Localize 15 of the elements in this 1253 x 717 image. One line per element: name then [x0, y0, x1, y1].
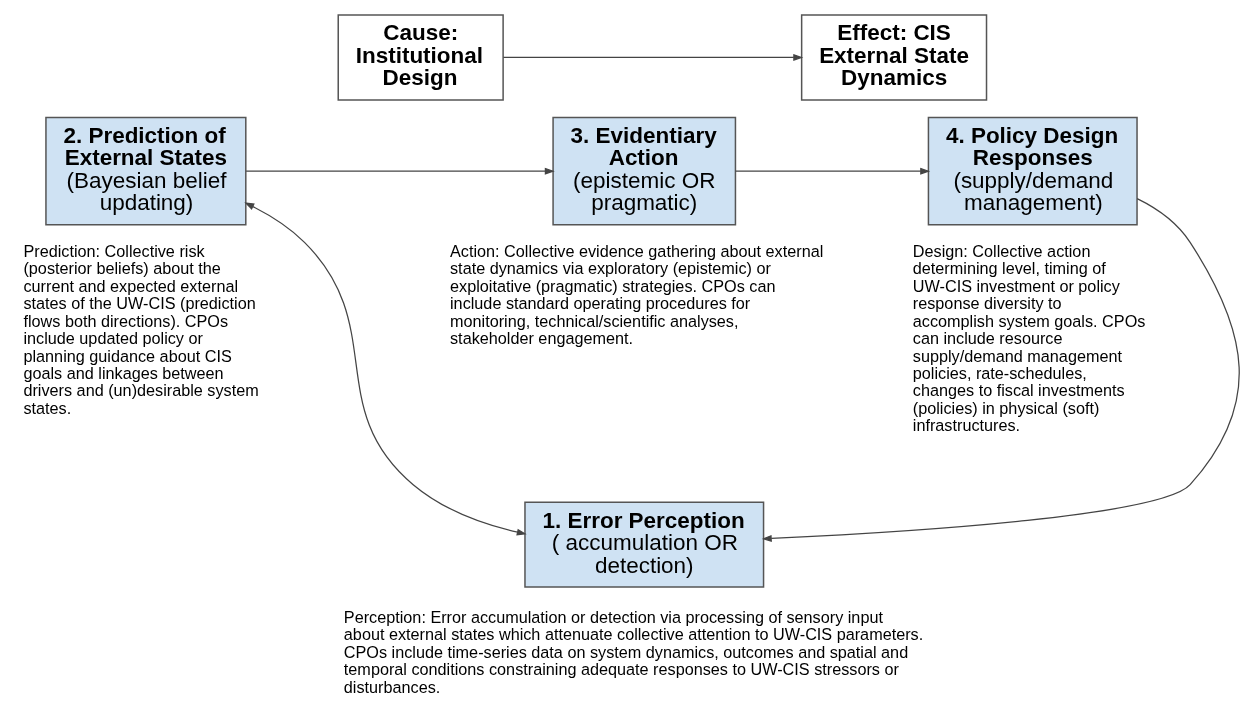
- node-label: Design: Collective action determining level, timing of UW-CIS investment or policy response diversity to accomplish system goals. CPOs can include resource supply/demand management policies, rate-schedules, changes to fiscal investments (policies) in physical (soft) infrastructures.: [912, 241, 1146, 435]
- node-label: Prediction: Collective risk (posterior beliefs) about the current and expected external states of the UW-CIS (prediction flows both directions). CPOs include updated policy or planning guidance about CIS goals and linkages between drivers and (un)desirable system states.: [23, 241, 259, 417]
- node-box: 2. Prediction of External States (Bayesian belief updating): [45, 116, 247, 226]
- node-box: 4. Policy Design Responses (supply/demand management): [927, 116, 1138, 226]
- arrow: [502, 53, 804, 61]
- arrow: [245, 167, 555, 175]
- node-box: Cause: Institutional Design: [337, 14, 504, 101]
- arrow: [761, 198, 1240, 542]
- node-label: Perception: Error accumulation or detection via processing of sensory input about external states which attenuate collective attention to UW-CIS parameters. CPOs include time-series data on system dynamics, outcomes and spatial and temporal conditions constraining adequate responses to UW-CIS stressors or disturbances.: [343, 607, 924, 696]
- arrow: [735, 167, 931, 175]
- arrow: [244, 202, 527, 536]
- node-box: 3. Evidentiary Action (epistemic OR pragmatic): [552, 116, 737, 226]
- node-label: Action: Collective evidence gathering about external state dynamics via exploratory (epistemic) or exploitative (pragmatic) strategies. CPOs can include standard operating procedures for monitoring, technical/scientific analyses, stakeholder engagement.: [450, 241, 824, 348]
- node-box: 1. Error Perception ( accumulation OR detection): [524, 501, 765, 588]
- node-box: Effect: CIS External State Dynamics: [800, 14, 988, 101]
